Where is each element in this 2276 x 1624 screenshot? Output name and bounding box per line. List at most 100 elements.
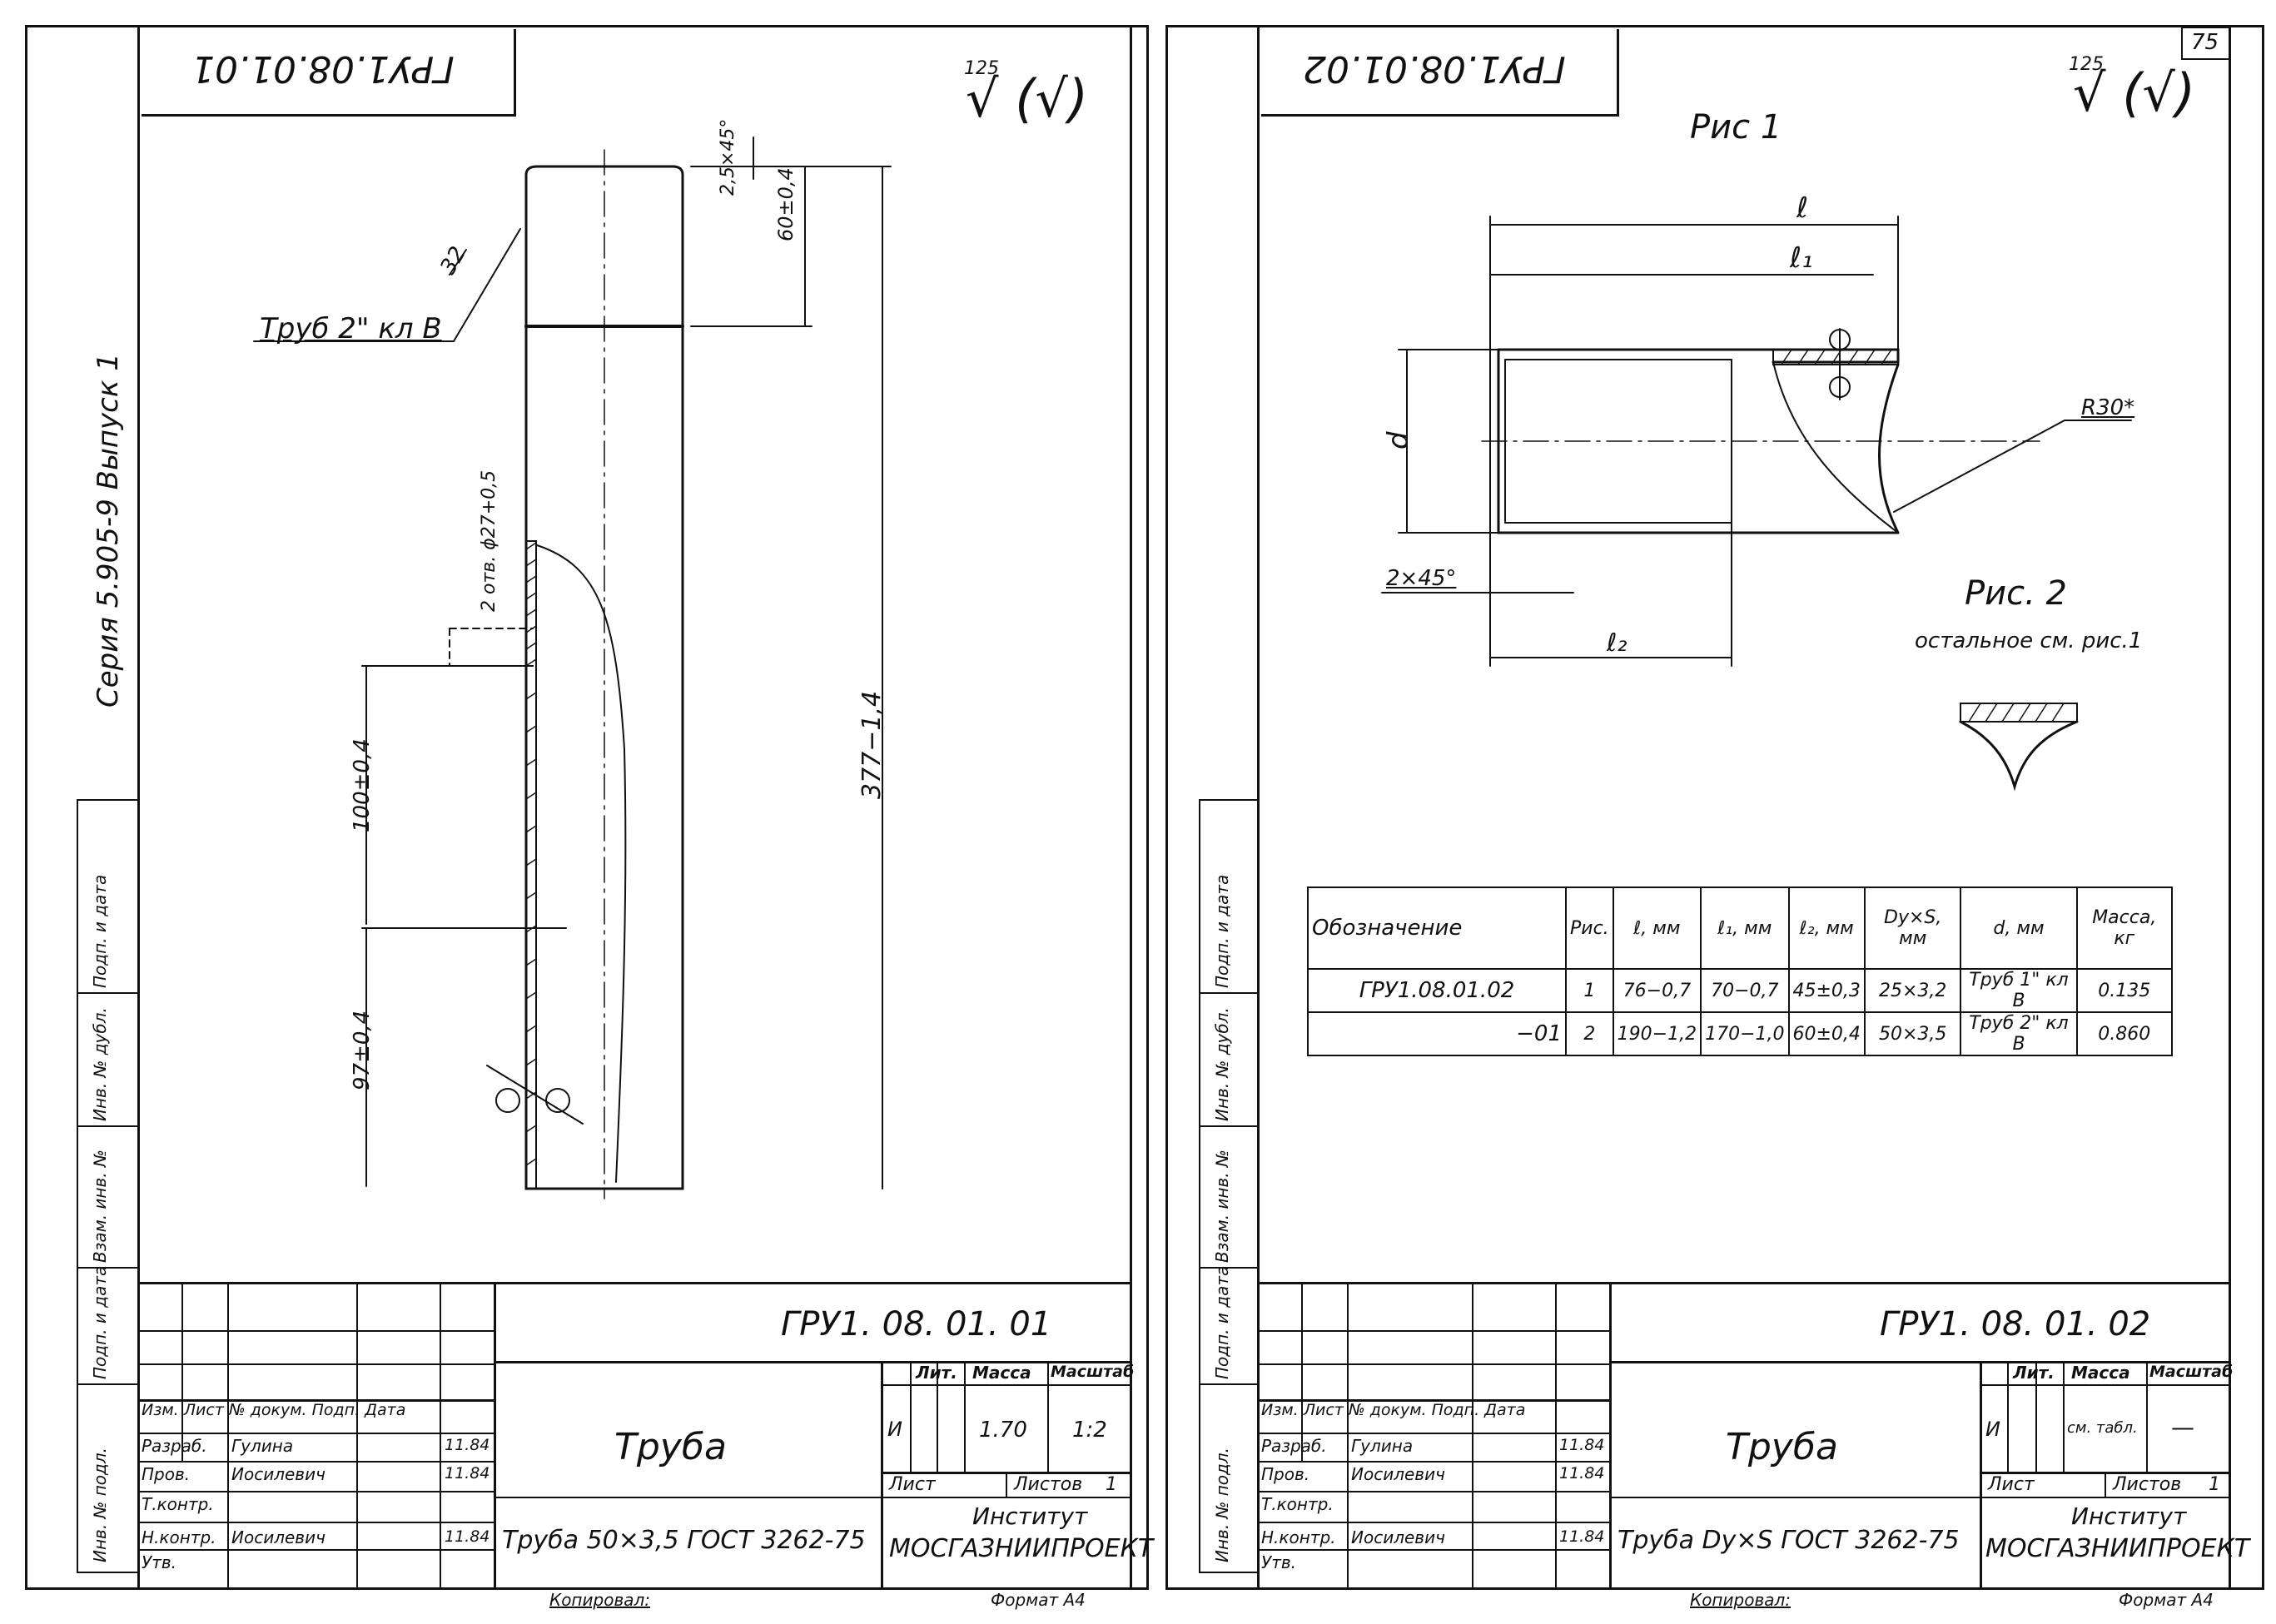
right-radius-leader: [1893, 420, 2132, 513]
right-dim-l1: ℓ₁: [1790, 241, 1813, 275]
right-tb-mass: см. табл.: [2067, 1419, 2138, 1437]
right-tb-sheets-count: 1: [2209, 1474, 2220, 1495]
right-page-number-box: 75: [2181, 27, 2231, 60]
table-cell: 0.860: [2075, 1011, 2174, 1056]
left-tb-mass: 1.70: [979, 1418, 1027, 1443]
table-cell: Труб 1" кл В: [1960, 968, 2078, 1013]
left-tb-sheets-count: 1: [1106, 1474, 1117, 1495]
right-fig1-saddle-r: [1878, 363, 1900, 534]
table-header-cell: Обозначение: [1307, 886, 1567, 970]
left-tb-sheets-label: Листов: [1014, 1474, 1083, 1495]
table-header-cell: d, мм: [1960, 886, 2078, 970]
right-fig2-note: остальное см. рис.1: [1915, 628, 2143, 653]
right-tb-scale: —: [2171, 1413, 2194, 1441]
left-break-curve: [536, 544, 627, 1183]
left-tb-org-1: Институт: [972, 1502, 1088, 1530]
right-dim-l2: ℓ₂: [1607, 628, 1627, 658]
right-tb-row-date-2: 11.84: [1559, 1464, 1605, 1482]
left-tb-row-date-2: 11.84: [445, 1464, 490, 1482]
right-fig2-label: Рис. 2: [1965, 574, 2067, 613]
right-tb-row-role-1: Разраб.: [1261, 1436, 1327, 1456]
table-cell: ГРУ1.08.01.02: [1307, 968, 1567, 1013]
table-header-cell: Масса, кг: [2075, 886, 2174, 970]
left-title-block: ГРУ1. 08. 01. 01 Труба Труба 50×3,5 ГОСТ…: [140, 1282, 1153, 1588]
left-part-leader: [253, 228, 521, 342]
left-tb-org-2: МОСГАЗНИИПРОЕКТ: [889, 1534, 1154, 1563]
right-roughness-value: 125: [2069, 54, 2104, 75]
table-header-cell: Рис.: [1565, 886, 1614, 970]
table-header-cell: ℓ, мм: [1612, 886, 1702, 970]
right-tb-sheet-label: Лист: [1988, 1474, 2035, 1495]
right-tb-row-date-1: 11.84: [1559, 1436, 1605, 1454]
table-cell: 45±0,3: [1787, 968, 1866, 1013]
right-tb-name: Труба: [1726, 1426, 1838, 1468]
right-side-stamp: Подп. и дата Инв. № дубл. Взам. инв. № П…: [1199, 799, 1259, 1573]
left-pipe-outline: [524, 165, 684, 1190]
right-tb-sheets-label: Листов: [2113, 1474, 2182, 1495]
right-tb-row-name-1: Гулина: [1351, 1436, 1414, 1456]
left-tb-col-headers: Изм. Лист № докум. Подп. Дата: [142, 1401, 406, 1419]
left-tb-row-role-5: Утв.: [142, 1552, 176, 1572]
right-dim-l: ℓ: [1796, 191, 1809, 225]
left-tb-material: Труба 50×3,5 ГОСТ 3262-75: [502, 1526, 866, 1555]
table-cell: 70−0,7: [1700, 968, 1790, 1013]
right-tb-lit: И: [1985, 1418, 2000, 1441]
table-cell: −01: [1307, 1011, 1567, 1056]
table-row: ГРУ1.08.01.02 1 76−0,7 70−0,7 45±0,3 25×…: [1307, 968, 2174, 1013]
right-tb-row-name-4: Иосилевич: [1351, 1527, 1445, 1547]
left-angle-mark: [449, 249, 467, 276]
left-roughness-value: 125: [964, 58, 999, 79]
left-tb-scale: 1:2: [1072, 1418, 1107, 1443]
right-tb-row-role-4: Н.контр.: [1261, 1527, 1336, 1547]
right-tb-hdr-mass: Масса: [2071, 1363, 2130, 1383]
right-tb-hdr-lit: Лит.: [2013, 1363, 2055, 1383]
left-tb-row-role-2: Пров.: [142, 1464, 191, 1484]
left-tb-designation: ГРУ1. 08. 01. 01: [781, 1305, 1052, 1343]
left-tb-row-role-3: Т.контр.: [142, 1494, 214, 1514]
left-tb-row-role-1: Разраб.: [142, 1436, 207, 1456]
left-tb-row-name-2: Иосилевич: [231, 1464, 325, 1484]
right-tb-org-1: Институт: [2071, 1502, 2187, 1530]
table-header-row: Обозначение Рис. ℓ, мм ℓ₁, мм ℓ₂, мм Dу×…: [1307, 886, 2174, 970]
right-roughness-mark: √ (√): [2073, 62, 2196, 123]
table-header-cell: ℓ₂, мм: [1787, 886, 1866, 970]
right-fig1-hatch: [1781, 349, 1892, 365]
left-pipe-wall-section: [525, 540, 537, 1189]
right-page-number: 75: [2191, 30, 2219, 55]
left-tb-lit: И: [887, 1418, 902, 1441]
left-copied-label: Копировал:: [549, 1590, 651, 1610]
right-tb-row-date-4: 11.84: [1559, 1527, 1605, 1546]
table-cell: 60±0,4: [1787, 1011, 1866, 1056]
table-header-cell: Dу×S, мм: [1863, 886, 1962, 970]
right-top-stamp: ГРУ1.08.01.02: [1261, 29, 1619, 117]
left-tb-sheet-label: Лист: [889, 1474, 936, 1495]
left-tb-hdr-lit: Лит.: [916, 1363, 957, 1383]
right-tb-row-role-3: Т.контр.: [1261, 1494, 1334, 1514]
left-tb-hdr-mass: Масса: [972, 1363, 1031, 1383]
right-fig1-saddle-curve: [1772, 361, 1899, 534]
left-tb-row-date-4: 11.84: [445, 1527, 490, 1546]
right-dim-chamfer: 2×45°: [1386, 566, 1457, 591]
right-title-block: ГРУ1. 08. 01. 02 Труба Труба Dу×S ГОСТ 3…: [1260, 1282, 2249, 1588]
table-cell: 76−0,7: [1612, 968, 1702, 1013]
right-fig2-hatch-band: [1960, 703, 2078, 723]
table-cell: 2: [1565, 1011, 1614, 1056]
right-tb-designation: ГРУ1. 08. 01. 02: [1880, 1305, 2151, 1343]
left-part-label: Труб 2" кл В: [260, 312, 442, 345]
left-tb-row-name-1: Гулина: [231, 1436, 294, 1456]
right-weld-symbol: [1829, 328, 1851, 400]
table-cell: 190−1,2: [1612, 1011, 1702, 1056]
table-header-cell: ℓ₁, мм: [1700, 886, 1790, 970]
table-cell: 170−1,0: [1700, 1011, 1790, 1056]
table-cell: Труб 2" кл В: [1960, 1011, 2078, 1056]
right-tb-material: Труба Dу×S ГОСТ 3262-75: [1618, 1526, 1960, 1555]
right-fig1-label: Рис 1: [1690, 108, 1782, 147]
left-tb-name: Труба: [614, 1426, 727, 1468]
right-dim-radius: R30*: [2081, 395, 2135, 420]
right-fig2-hatch: [1968, 703, 2065, 723]
right-format-label: Формат А4: [2119, 1590, 2214, 1610]
left-top-stamp: ГРУ1.08.01.01: [142, 29, 516, 117]
right-tb-row-name-2: Иосилевич: [1351, 1464, 1445, 1484]
table-cell: 25×3,2: [1863, 968, 1962, 1013]
